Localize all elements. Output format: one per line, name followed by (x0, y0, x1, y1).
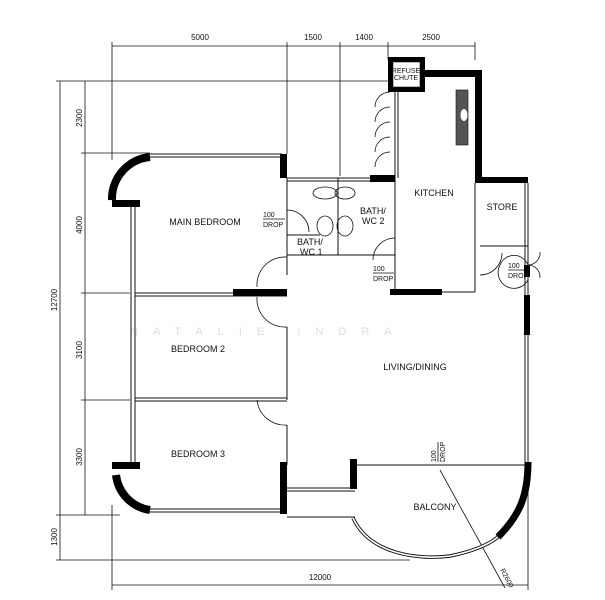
label-refuse-chute-line1: REFUSE (392, 68, 421, 75)
svg-text:DROP: DROP (263, 222, 284, 229)
dim-top-2: 1500 (304, 33, 322, 42)
dimension-lines (56, 42, 529, 590)
label-bath-wc2-line1: BATH/ (360, 206, 386, 216)
svg-text:DROP: DROP (373, 276, 394, 283)
dim-top-3: 1400 (355, 33, 373, 42)
dim-left-4: 3300 (75, 448, 84, 466)
dim-top-1: 5000 (191, 33, 209, 42)
dim-top-4: 2500 (422, 33, 440, 42)
drop-main-bath: 100 DROP (263, 212, 285, 229)
svg-text:DROP: DROP (440, 441, 447, 462)
label-refuse-chute-line2: CHUTE (394, 75, 418, 82)
watermark: NATALIE INDRA (130, 326, 407, 338)
label-kitchen: KITCHEN (414, 188, 454, 198)
label-bath-wc2-line2: WC 2 (362, 216, 385, 226)
dim-total-width: 12000 (309, 573, 332, 582)
label-bath-wc1-line2: WC 1 (300, 247, 323, 257)
dim-left-1: 2300 (75, 109, 84, 127)
door-swings (256, 91, 541, 426)
radius-line (439, 469, 506, 589)
dim-left-3: 3100 (75, 341, 84, 359)
svg-text:100: 100 (373, 266, 385, 273)
dim-bottom-offset: 1300 (50, 528, 59, 546)
drop-kitchen: 100 DROP (373, 266, 394, 283)
label-balcony: BALCONY (413, 502, 456, 512)
label-store: STORE (487, 202, 518, 212)
svg-text:100: 100 (508, 263, 520, 270)
dim-total-height: 12700 (50, 288, 59, 311)
dim-left-2: 4000 (75, 216, 84, 234)
svg-text:DROP: DROP (508, 273, 529, 280)
label-main-bedroom: MAIN BEDROOM (169, 217, 241, 227)
drop-store: 100 DROP (508, 263, 529, 280)
label-living-dining: LIVING/DINING (383, 362, 447, 372)
drop-balcony: 100 DROP (431, 441, 447, 462)
dim-radius: R2600 (498, 568, 514, 590)
svg-text:100: 100 (431, 450, 438, 462)
label-bedroom-3: BEDROOM 3 (171, 449, 225, 459)
label-bath-wc1-line1: BATH/ (297, 237, 323, 247)
svg-text:100: 100 (263, 212, 275, 219)
walls (107, 57, 532, 559)
label-bedroom-2: BEDROOM 2 (171, 344, 225, 354)
